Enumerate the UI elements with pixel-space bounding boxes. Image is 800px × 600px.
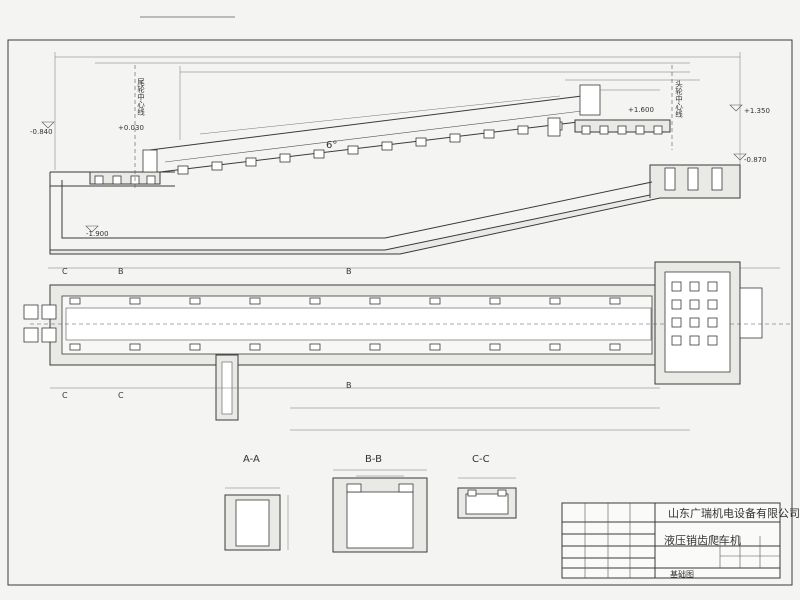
tail-center-label: 尾轮中心线 [136,78,145,116]
head-anchor-grid [671,281,718,346]
section-bb: B-B [332,454,428,553]
section-mark-c-bottom-right: C [118,391,124,400]
incline-rail-top [149,94,591,151]
head-center-label: 头轮中心线 [674,79,683,118]
elevation-view: 尾轮中心线 头轮中心线 -0.840 +0.030 -1.900 +1.600 … [30,52,770,255]
plan-view: C B B C B C [23,261,790,431]
section-mark-c-bottom: C [62,391,68,400]
section-bb-title: B-B [365,454,382,465]
section-cc: C-C [457,454,517,519]
elev-neg-0870: -0.870 [744,156,767,164]
section-mark-b-top-right: B [346,267,352,276]
elev-pos-1350: +1.350 [744,107,770,115]
section-mark-b-top-left: B [118,267,124,276]
title-block: 山东广瑞机电设备有限公司 液压销齿爬车机 基础图 [561,502,800,579]
section-mark-b-bottom: B [346,381,352,390]
drawing-name: 基础图 [670,569,694,579]
incline-angle: 6° [326,140,337,151]
elev-neg-0840: -0.840 [30,128,53,136]
section-mark-c-top: C [62,267,68,276]
sheet-border [7,39,793,586]
company-name: 山东广瑞机电设备有限公司 [668,506,800,520]
section-aa: A-A [224,454,289,551]
elev-pos-0030: +0.030 [118,124,144,132]
incline-rail-bottom [159,119,596,173]
elev-pos-1600: +1.600 [628,106,654,114]
section-aa-title: A-A [243,454,260,465]
section-cc-title: C-C [472,454,490,465]
elev-neg-1900: -1.900 [86,230,109,238]
product-name: 液压销齿爬车机 [664,533,741,547]
rail-piers-top [69,297,621,305]
rail-piers-bottom [69,343,621,351]
